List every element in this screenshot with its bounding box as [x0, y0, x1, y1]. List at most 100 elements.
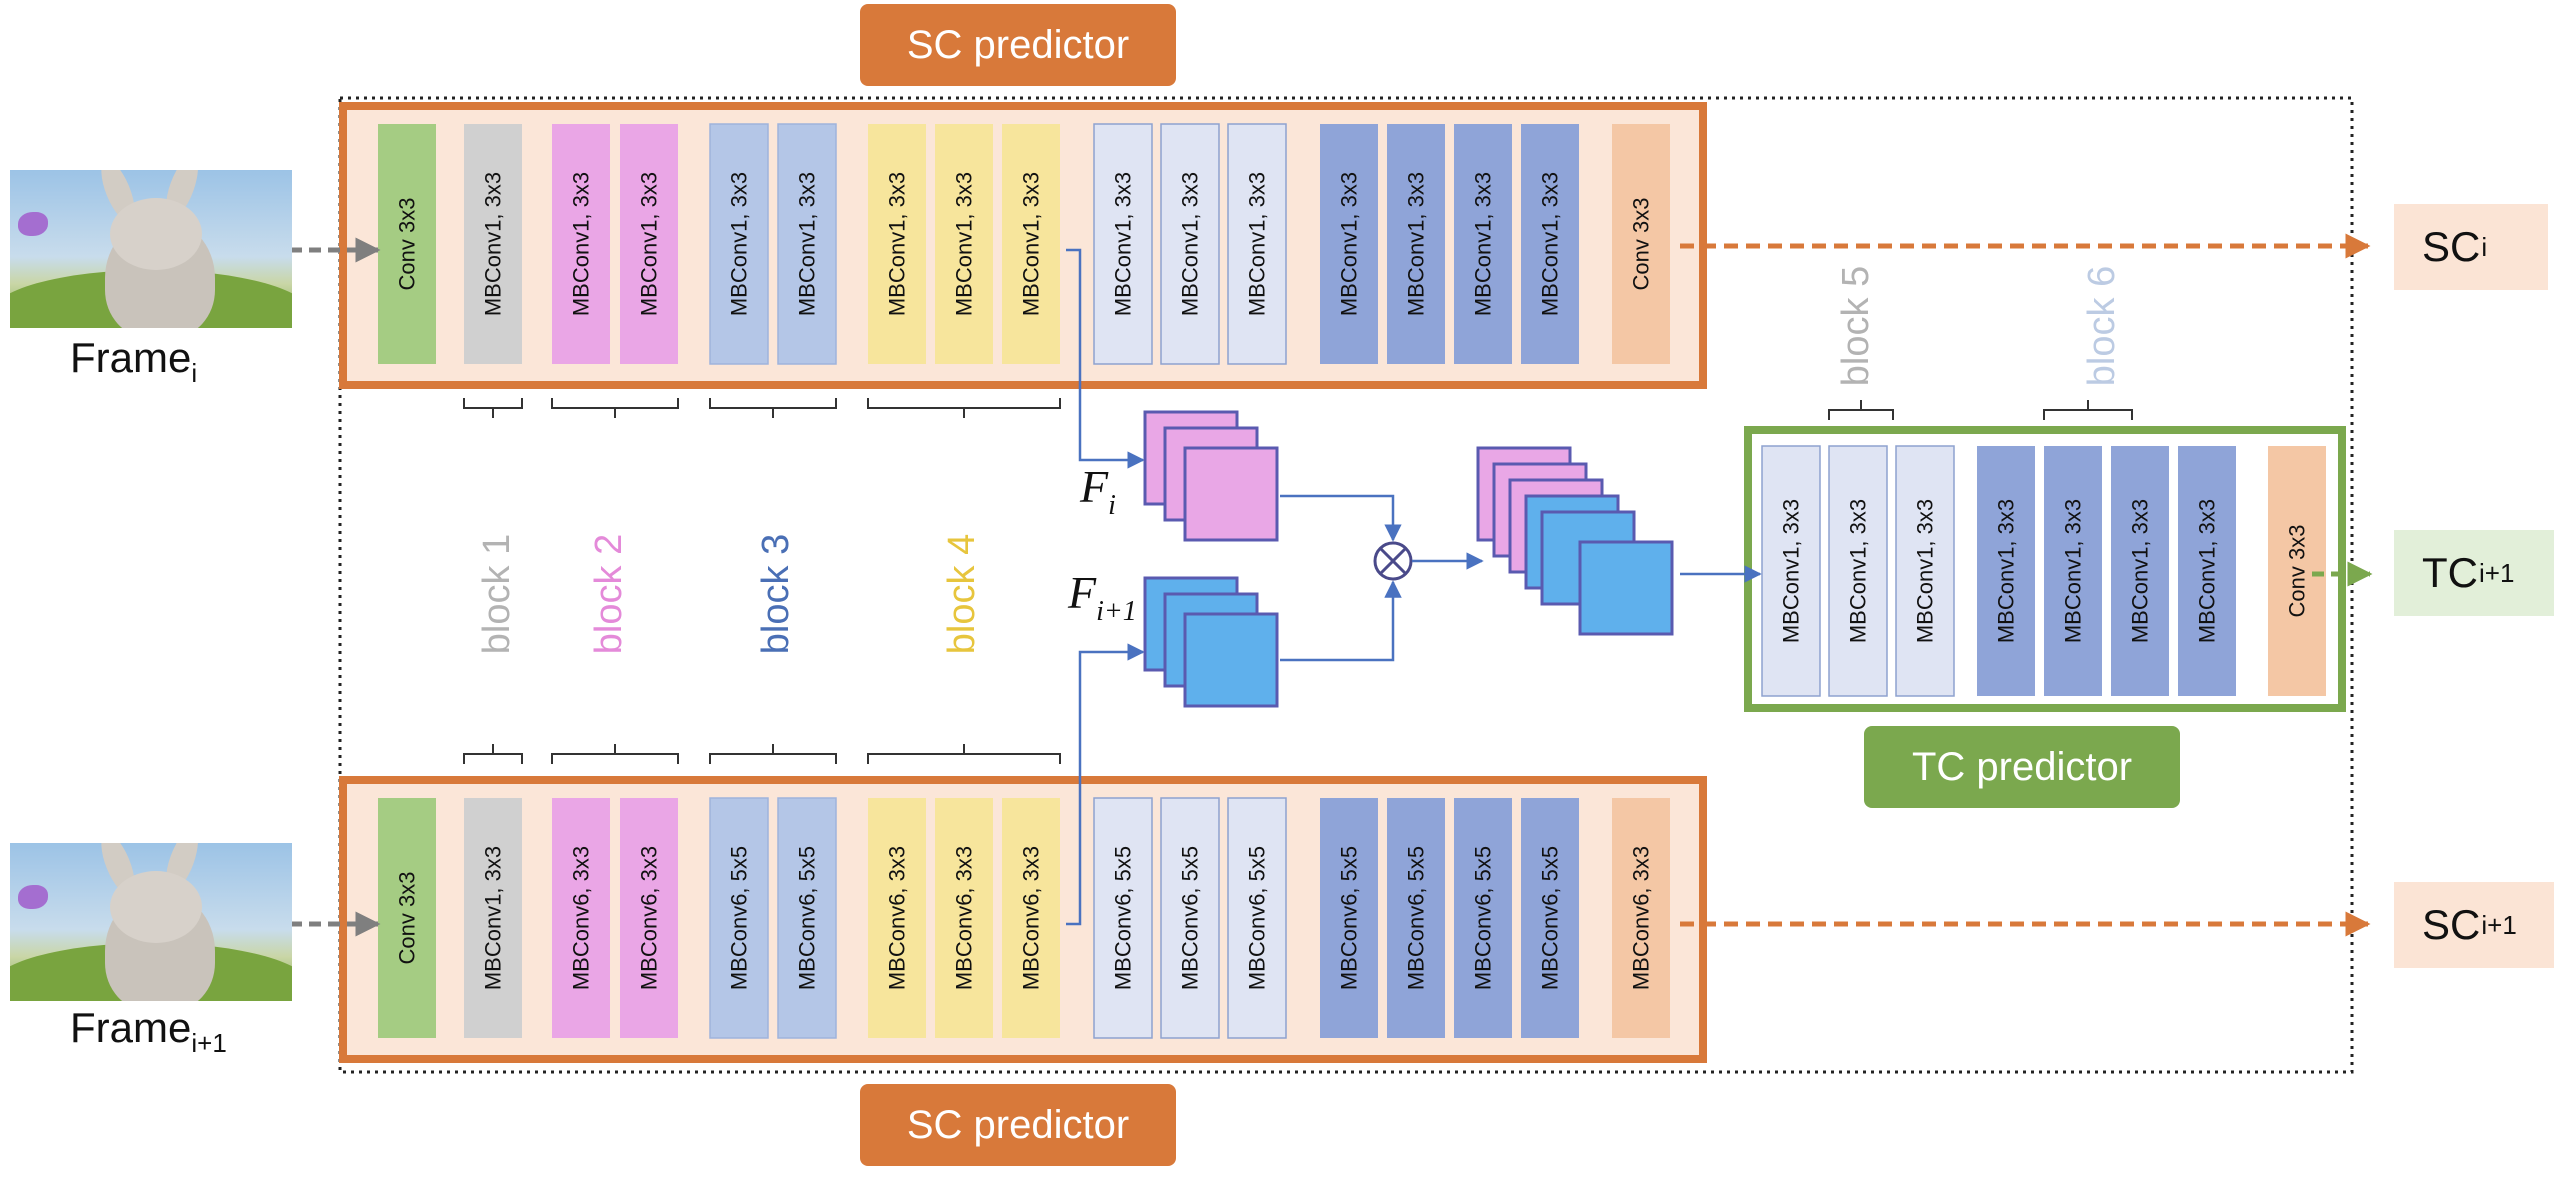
block-6-label: block 6 — [2081, 266, 2123, 386]
sc-top-layer-11 — [1227, 123, 1287, 365]
sc-top-layer-label-13: MBConv1, 3x3 — [1404, 172, 1429, 316]
tc-layer-2 — [1895, 445, 1955, 697]
fi1-to-multiply — [1280, 580, 1402, 662]
block-1-label: block 1 — [476, 534, 518, 654]
block-4-label: block 4 — [941, 534, 983, 654]
sc-top-layer-6 — [868, 124, 926, 364]
tc-layer-7 — [2268, 446, 2326, 696]
block-3-label: block 3 — [755, 534, 797, 654]
sc-bottom-layer-13 — [1387, 798, 1445, 1038]
sc-top-layer-4 — [709, 123, 769, 365]
tc-layer-label-7: Conv 3x3 — [2285, 525, 2310, 618]
sc-bottom-layer-6 — [868, 798, 926, 1038]
sc-predictor-label-bottom: SC predictor — [860, 1084, 1176, 1166]
frame-i-image — [10, 170, 292, 328]
multiply-x2 — [1379, 547, 1407, 575]
feature-map-i1 — [1143, 576, 1279, 708]
sc-bottom-layer-11 — [1227, 797, 1287, 1039]
sc-bottom-layer-15 — [1521, 798, 1579, 1038]
sc-bottom-layer-label-12: MBConv6, 5x5 — [1337, 846, 1362, 990]
block-3-brace-top — [709, 398, 837, 418]
sc-bottom-layer-label-6: MBConv6, 3x3 — [885, 846, 910, 990]
tc-layer-5 — [2111, 446, 2169, 696]
sc-top-layer-label-0: Conv 3x3 — [395, 198, 420, 291]
fi-to-multiply — [1280, 494, 1402, 542]
tc-layer-0 — [1761, 445, 1821, 697]
sc-bottom-layer-label-9: MBConv6, 5x5 — [1111, 846, 1136, 990]
sc-bottom-layer-label-8: MBConv6, 3x3 — [1019, 846, 1044, 990]
feature-i1-label: Fi+1 — [1067, 567, 1137, 627]
sc-top-layer-label-11: MBConv1, 3x3 — [1245, 172, 1270, 316]
sc-top-layer-label-10: MBConv1, 3x3 — [1178, 172, 1203, 316]
block-3-brace-bottom — [709, 744, 837, 764]
tc-layer-label-3: MBConv1, 3x3 — [1994, 499, 2019, 643]
sc-bottom-layer-label-2: MBConv6, 3x3 — [569, 846, 594, 990]
frame-i1-image — [10, 843, 292, 1001]
block-2-brace-top — [551, 398, 679, 418]
tc-layer-4 — [2044, 446, 2102, 696]
sc-top-layer-10 — [1160, 123, 1220, 365]
sc-top-layer-8 — [1002, 124, 1060, 364]
sc-bottom-layer-label-4: MBConv6, 5x5 — [727, 846, 752, 990]
sc-top-layer-14 — [1454, 124, 1512, 364]
sc-bottom-layer-label-0: Conv 3x3 — [395, 872, 420, 965]
sc-bottom-layer-10 — [1160, 797, 1220, 1039]
block-4-brace-top — [867, 398, 1061, 418]
feature-map-i — [1143, 410, 1279, 542]
sc-bottom-layer-label-15: MBConv6, 5x5 — [1538, 846, 1563, 990]
sc-top-layer-9 — [1093, 123, 1153, 365]
tc-layer-label-2: MBConv1, 3x3 — [1913, 499, 1938, 643]
block-1-brace-top — [463, 398, 523, 418]
feature-i1-connector — [1066, 643, 1145, 926]
sc-bottom-layer-14 — [1454, 798, 1512, 1038]
tc-layer-label-1: MBConv1, 3x3 — [1846, 499, 1871, 643]
tc-predictor-label: TC predictor — [1864, 726, 2180, 808]
tc-layer-3 — [1977, 446, 2035, 696]
sc-bottom-layer-label-3: MBConv6, 3x3 — [637, 846, 662, 990]
sc-top-layer-3 — [620, 124, 678, 364]
block-braces — [463, 398, 2133, 764]
sc-bottom-layer-0 — [378, 798, 436, 1038]
sc-top-layer-label-7: MBConv1, 3x3 — [952, 172, 977, 316]
sc-top-layer-7 — [935, 124, 993, 364]
sc-top-layer-12 — [1320, 124, 1378, 364]
sc-top-layer-label-15: MBConv1, 3x3 — [1538, 172, 1563, 316]
sc-bottom-layer-3 — [620, 798, 678, 1038]
feature-i-label: Fi — [1079, 461, 1116, 521]
sc-top-layer-label-12: MBConv1, 3x3 — [1337, 172, 1362, 316]
sc-bottom-layer-label-5: MBConv6, 5x5 — [795, 846, 820, 990]
sc-top-layer-label-16: Conv 3x3 — [1629, 198, 1654, 291]
block-6-brace — [2043, 400, 2133, 420]
block-2-brace-bottom — [551, 744, 679, 764]
sc-top-layer-label-1: MBConv1, 3x3 — [481, 172, 506, 316]
sc-top-layer-label-4: MBConv1, 3x3 — [727, 172, 752, 316]
sc-bottom-layer-label-11: MBConv6, 5x5 — [1245, 846, 1270, 990]
sc-bottom-layer-label-1: MBConv1, 3x3 — [481, 846, 506, 990]
sc-top-layer-label-9: MBConv1, 3x3 — [1111, 172, 1136, 316]
sc-top-layer-label-5: MBConv1, 3x3 — [795, 172, 820, 316]
tc-layer-label-5: MBConv1, 3x3 — [2128, 499, 2153, 643]
sc-bottom-layer-label-14: MBConv6, 5x5 — [1471, 846, 1496, 990]
sc-top-layer-label-2: MBConv1, 3x3 — [569, 172, 594, 316]
block-5-brace — [1828, 400, 1894, 420]
block-5-label: block 5 — [1835, 266, 1877, 386]
sc-top-layer-label-14: MBConv1, 3x3 — [1471, 172, 1496, 316]
sc-bottom-layer-label-16: MBConv6, 3x3 — [1629, 846, 1654, 990]
tc-layer-label-0: MBConv1, 3x3 — [1779, 499, 1804, 643]
frame-i1-label: Framei+1 — [70, 1004, 227, 1058]
sc-bottom-layers: Conv 3x3 MBConv1, 3x3 MBConv6, 3x3 MBConv6,… — [378, 797, 1670, 1039]
sc-top-layer-0 — [378, 124, 436, 364]
sc-bottom-layer-16 — [1612, 798, 1670, 1038]
sc-bottom-layer-8 — [1002, 798, 1060, 1038]
sc-top-layer-label-8: MBConv1, 3x3 — [1019, 172, 1044, 316]
tc-layers: MBConv1, 3x3 MBConv1, 3x3 MBConv1, 3x3 MBCo… — [1761, 445, 2326, 697]
concatenated-feature-map — [1476, 446, 1674, 636]
block-4-brace-bottom — [867, 744, 1061, 764]
sc-top-layer-13 — [1387, 124, 1445, 364]
sc-bottom-layer-9 — [1093, 797, 1153, 1039]
sc-bottom-layer-5 — [777, 797, 837, 1039]
